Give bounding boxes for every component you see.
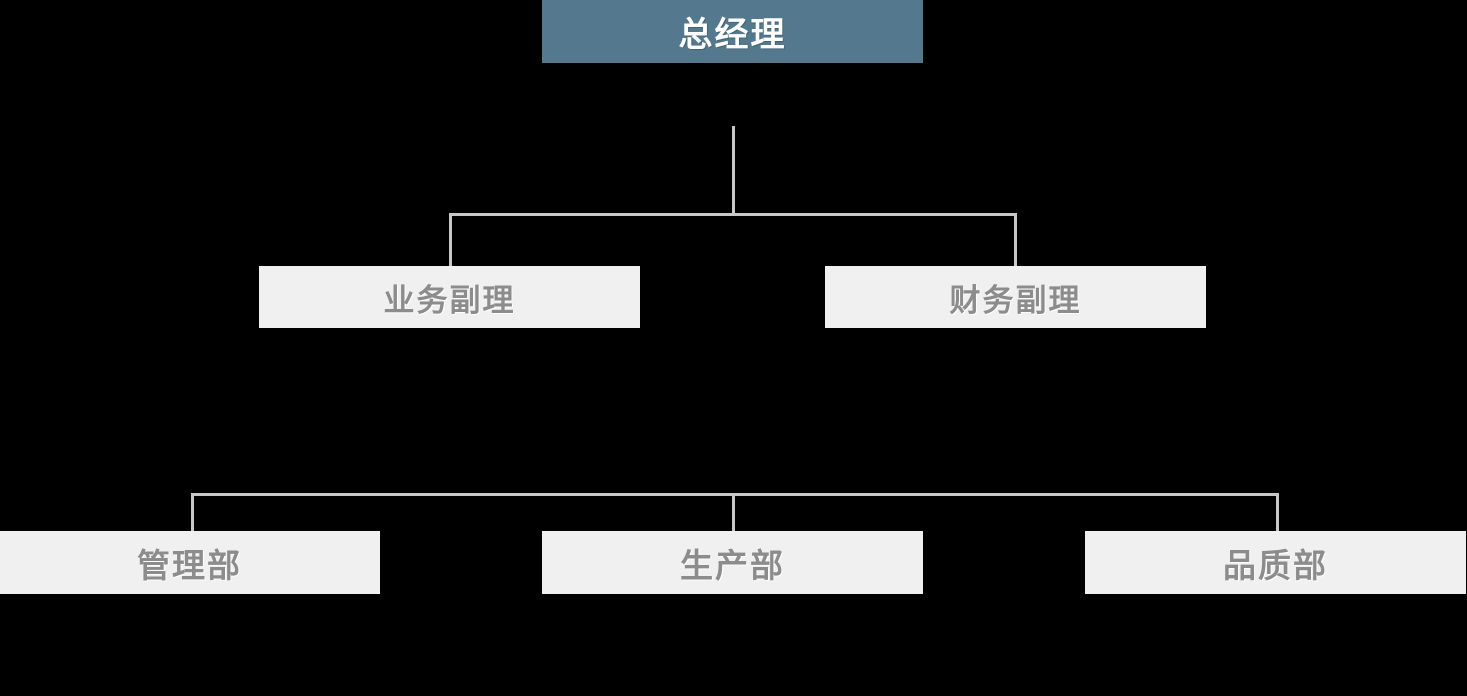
connector-level2-bus bbox=[191, 493, 1279, 496]
connector-to-admin-dept bbox=[191, 493, 194, 532]
org-node-admin-dept-label: 管理部 bbox=[137, 546, 242, 584]
org-node-qa-dept-label: 品质部 bbox=[1223, 546, 1328, 584]
org-node-prod-dept[interactable]: 生产部 bbox=[542, 531, 923, 594]
org-node-finance-vp-label: 财务副理 bbox=[949, 282, 1082, 318]
org-node-admin-dept[interactable]: 管理部 bbox=[0, 531, 380, 594]
org-node-sales-vp-label: 业务副理 bbox=[383, 282, 516, 318]
connector-root-stem bbox=[732, 126, 735, 215]
org-node-prod-dept-label: 生产部 bbox=[680, 546, 785, 584]
org-node-finance-vp[interactable]: 财务副理 bbox=[825, 266, 1206, 328]
org-node-sales-vp[interactable]: 业务副理 bbox=[259, 266, 640, 328]
connector-to-prod-dept bbox=[732, 493, 735, 532]
org-node-root-label: 总经理 bbox=[678, 16, 787, 54]
connector-level1-bus bbox=[449, 213, 1017, 216]
connector-to-sales-vp bbox=[449, 213, 452, 266]
connector-to-finance-vp bbox=[1014, 213, 1017, 266]
connector-to-qa-dept bbox=[1276, 493, 1279, 532]
org-node-root[interactable]: 总经理 bbox=[542, 0, 923, 63]
org-node-qa-dept[interactable]: 品质部 bbox=[1085, 531, 1466, 594]
